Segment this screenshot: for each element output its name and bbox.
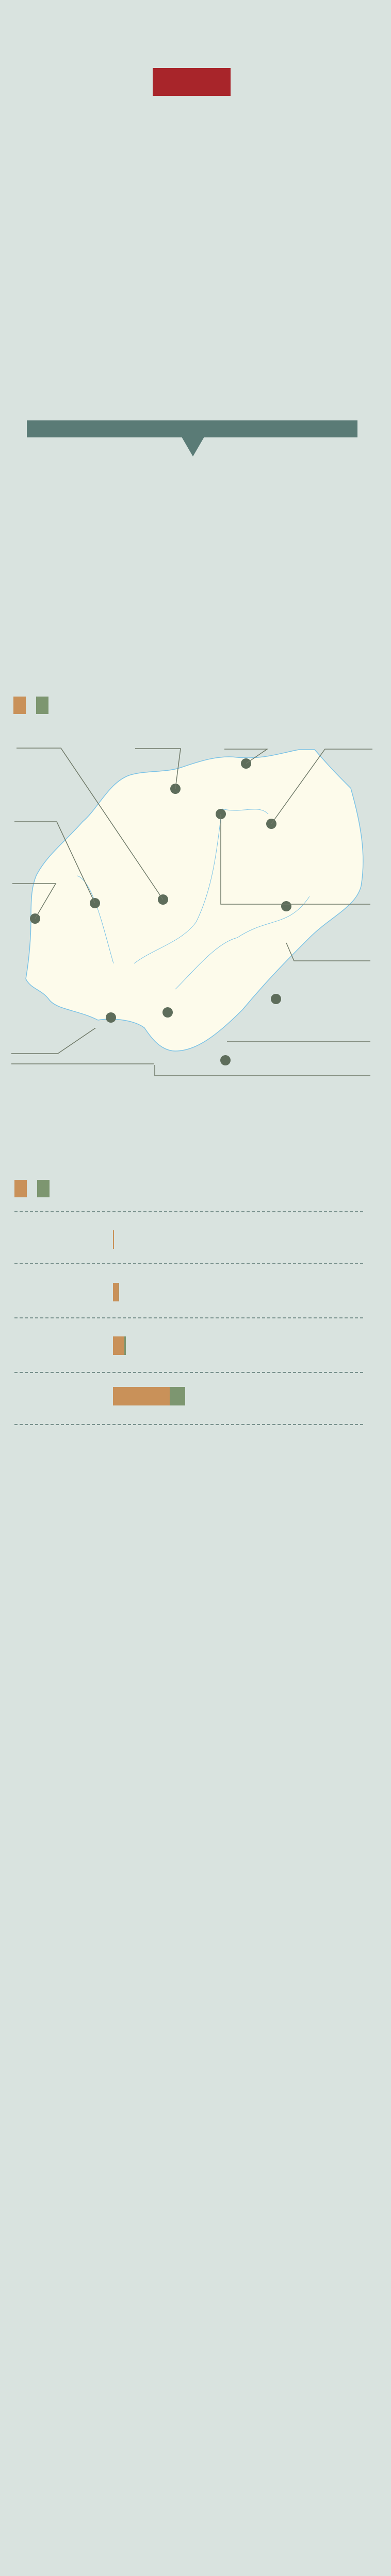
leader-lines (12, 748, 372, 961)
river (175, 896, 310, 990)
divider-arrow (182, 437, 204, 456)
hainan-map (12, 748, 372, 1065)
island-shape (25, 749, 364, 1052)
legend-confirmed-swatch (14, 1180, 27, 1197)
river (77, 875, 114, 964)
daily-bar (113, 1230, 114, 1249)
river (134, 808, 222, 964)
south-leader-lines (11, 1028, 370, 1064)
daily-legend (14, 1180, 70, 1197)
xinjingbao-logo (153, 68, 231, 96)
legend-asym-swatch (37, 1180, 50, 1197)
map-legend (13, 697, 69, 714)
river (221, 808, 269, 815)
daily-bar (113, 1336, 126, 1355)
city-markers (30, 758, 291, 1065)
legend-asym-swatch (36, 697, 48, 714)
section-divider (27, 420, 357, 437)
sanya-leader-line (154, 1065, 370, 1076)
daily-bar (113, 1283, 119, 1301)
daily-bar (113, 1387, 185, 1405)
legend-confirmed-swatch (13, 697, 26, 714)
